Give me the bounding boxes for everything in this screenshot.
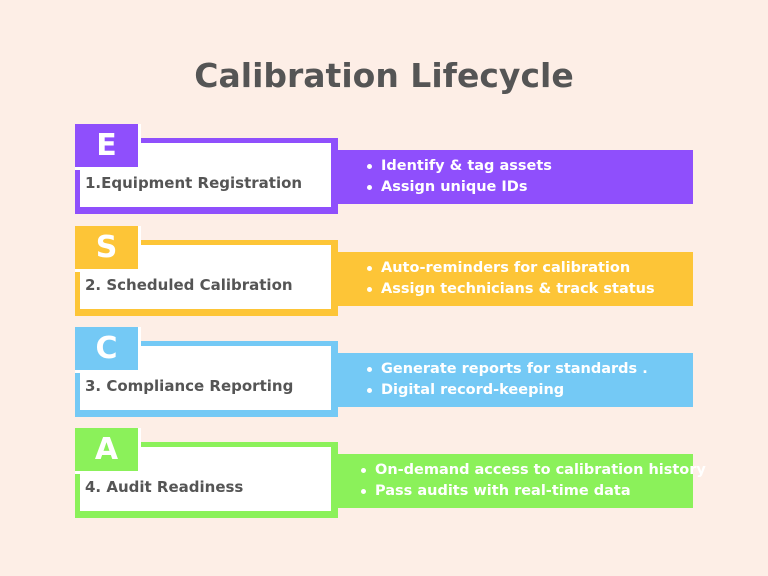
bullet-item: Assign technicians & track status — [367, 279, 693, 300]
step-letter-badge: A — [75, 428, 141, 474]
step-compliance-reporting: C 3. Compliance Reporting Generate repor… — [75, 327, 693, 419]
bullet-dot-icon — [367, 164, 372, 169]
bullet-item: Generate reports for standards . — [367, 359, 693, 380]
diagram-title: Calibration Lifecycle — [194, 56, 574, 95]
step-details-bar: On-demand access to calibration history … — [337, 454, 706, 508]
bullet-dot-icon — [367, 185, 372, 190]
step-label: 2. Scheduled Calibration — [85, 276, 293, 294]
step-letter-badge: E — [75, 124, 141, 170]
bullet-dot-icon — [361, 468, 366, 473]
bullet-item: Auto-reminders for calibration — [367, 258, 693, 279]
bullet-dot-icon — [367, 266, 372, 271]
step-label: 4. Audit Readiness — [85, 478, 244, 496]
bullet-item: Assign unique IDs — [367, 177, 693, 198]
step-details-bar: Generate reports for standards . Digital… — [337, 353, 693, 407]
step-label: 3. Compliance Reporting — [85, 377, 294, 395]
step-letter-badge: S — [75, 226, 141, 272]
bullet-item: On-demand access to calibration history — [361, 460, 706, 481]
step-label: 1.Equipment Registration — [85, 174, 303, 192]
step-scheduled-calibration: S 2. Scheduled Calibration Auto-reminder… — [75, 226, 693, 318]
bullet-dot-icon — [367, 287, 372, 292]
step-details-bar: Auto-reminders for calibration Assign te… — [337, 252, 693, 306]
step-details-bar: Identify & tag assets Assign unique IDs — [337, 150, 693, 204]
step-letter-badge: C — [75, 327, 141, 373]
bullet-item: Pass audits with real-time data — [361, 481, 693, 502]
step-audit-readiness: A 4. Audit Readiness On-demand access to… — [75, 428, 706, 520]
bullet-dot-icon — [361, 489, 366, 494]
bullet-item: Identify & tag assets — [367, 156, 693, 177]
bullet-dot-icon — [367, 388, 372, 393]
step-equipment-registration: E 1.Equipment Registration Identify & ta… — [75, 124, 693, 216]
bullet-dot-icon — [367, 367, 372, 372]
bullet-item: Digital record-keeping — [367, 380, 693, 401]
